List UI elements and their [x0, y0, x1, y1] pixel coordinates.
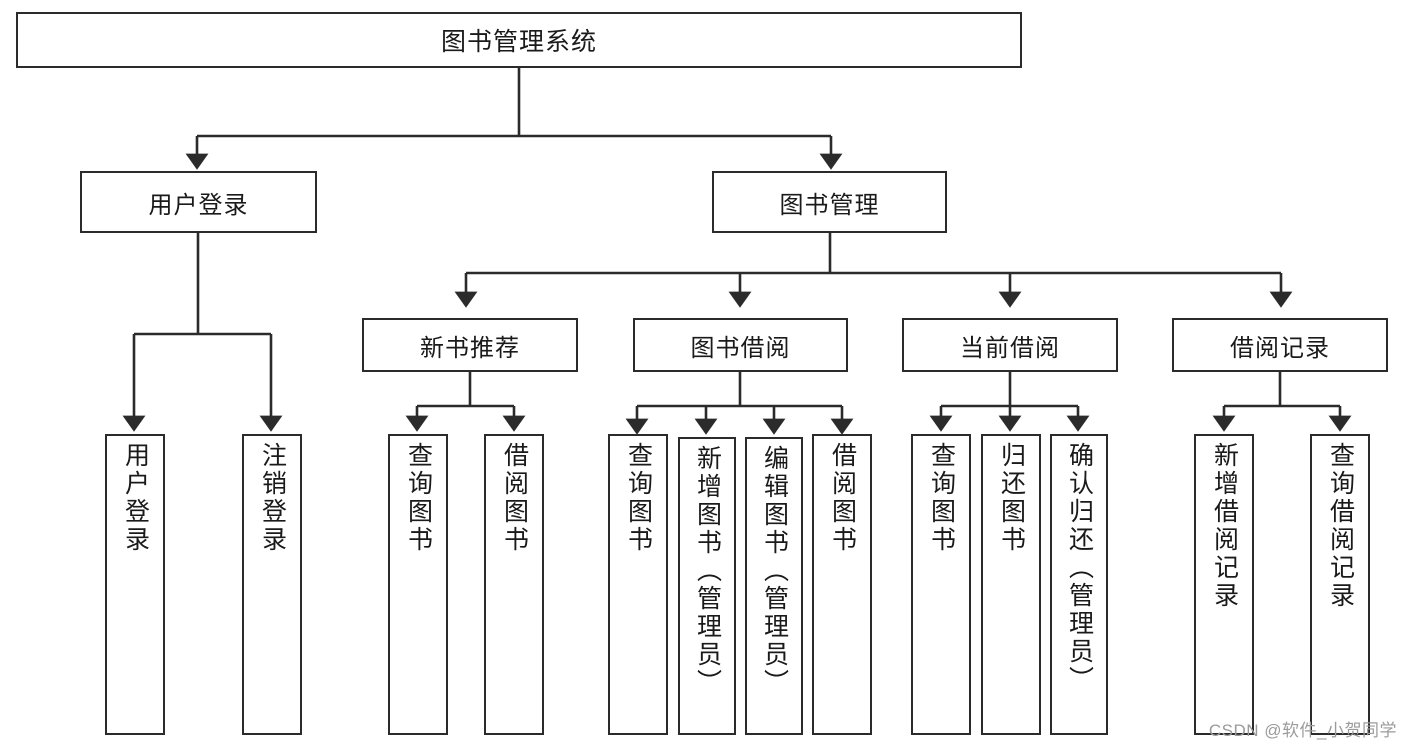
node-label: 借阅记录	[1230, 334, 1330, 362]
leaf-user-logout[interactable]: 注销登录	[242, 434, 302, 735]
node-label: 借阅图书	[828, 442, 857, 554]
node-label: 新书推荐	[420, 334, 520, 362]
leaf-query-borrow-record[interactable]: 查询借阅记录	[1310, 434, 1370, 735]
node-user-login[interactable]: 用户登录	[80, 171, 317, 233]
leaf-return-book[interactable]: 归还图书	[981, 434, 1041, 735]
node-label: 当前借阅	[960, 334, 1060, 362]
leaf-confirm-return-admin[interactable]: 确认归还（管理员）	[1050, 434, 1108, 735]
leaf-add-borrow-record[interactable]: 新增借阅记录	[1194, 434, 1254, 735]
node-label: 新增图书（管理员）	[693, 445, 722, 697]
leaf-user-login[interactable]: 用户登录	[105, 434, 165, 735]
node-label: 确认归还（管理员）	[1065, 442, 1094, 694]
node-label: 查询借阅记录	[1326, 442, 1355, 610]
leaf-edit-book-admin[interactable]: 编辑图书（管理员）	[745, 437, 803, 735]
leaf-borrow-book-recommend[interactable]: 借阅图书	[484, 434, 544, 735]
leaf-query-book-recommend[interactable]: 查询图书	[388, 434, 448, 735]
node-root-book-management-system[interactable]: 图书管理系统	[16, 12, 1022, 68]
node-label: 用户登录	[121, 442, 150, 554]
node-new-book-recommend[interactable]: 新书推荐	[362, 318, 578, 372]
node-label: 查询图书	[404, 442, 433, 554]
node-label: 注销登录	[258, 442, 287, 554]
node-label: 图书借阅	[690, 334, 791, 362]
leaf-add-book-admin[interactable]: 新增图书（管理员）	[678, 437, 736, 735]
node-current-borrow[interactable]: 当前借阅	[902, 318, 1118, 372]
csdn-watermark: CSDN @软件_小贺同学	[1208, 721, 1397, 740]
leaf-borrow-book-borrow[interactable]: 借阅图书	[812, 434, 872, 735]
node-label: 新增借阅记录	[1210, 442, 1239, 610]
node-label: 图书管理	[779, 191, 880, 219]
node-label: 图书管理系统	[440, 28, 597, 56]
node-borrow-record[interactable]: 借阅记录	[1172, 318, 1388, 372]
node-book-manage[interactable]: 图书管理	[712, 171, 947, 233]
leaf-query-book-borrow[interactable]: 查询图书	[608, 434, 668, 735]
node-label: 查询图书	[624, 442, 653, 554]
node-label: 查询图书	[927, 442, 956, 554]
node-label: 归还图书	[997, 442, 1026, 554]
node-label: 借阅图书	[500, 442, 529, 554]
node-label: 用户登录	[148, 191, 249, 219]
node-label: 编辑图书（管理员）	[760, 445, 789, 697]
node-book-borrow[interactable]: 图书借阅	[633, 318, 848, 372]
leaf-query-book-current[interactable]: 查询图书	[911, 434, 971, 735]
